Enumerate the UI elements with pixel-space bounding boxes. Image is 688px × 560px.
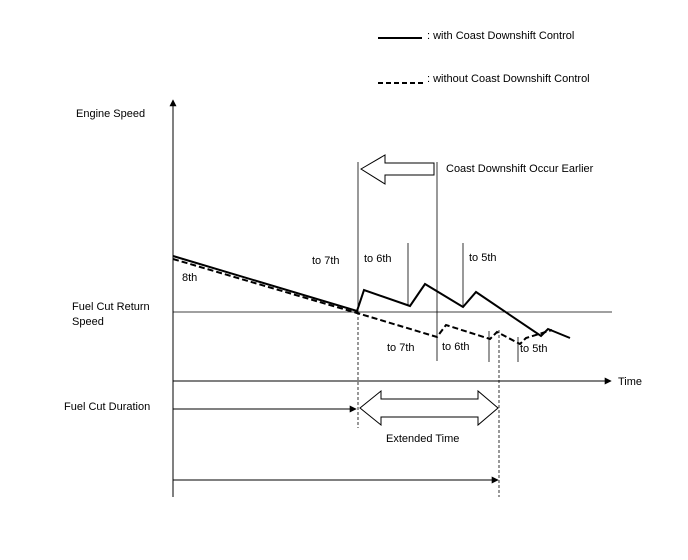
coast-downshift-earlier-arrow — [360, 154, 435, 185]
gear-label-to5th-with: to 5th — [469, 252, 497, 264]
gear-label-to7th-without: to 7th — [387, 342, 415, 354]
gear-label-to6th-with: to 6th — [364, 253, 392, 265]
legend-without-control: : without Coast Downshift Control — [427, 73, 590, 85]
extended-time-double-arrow — [359, 389, 499, 427]
extended-time-label: Extended Time — [386, 433, 459, 445]
time-label: Time — [618, 376, 642, 388]
gear-label-to6th-without: to 6th — [442, 341, 470, 353]
engine-speed-without-control — [172, 258, 553, 346]
engine-speed-label: Engine Speed — [76, 108, 145, 120]
coast-downshift-earlier-label: Coast Downshift Occur Earlier — [446, 163, 594, 175]
engine-speed-with-control — [172, 255, 571, 339]
fuel-cut-return-label: Fuel Cut Return Speed — [72, 301, 153, 328]
legend-with-control: : with Coast Downshift Control — [427, 30, 574, 42]
fuel-cut-duration-label: Fuel Cut Duration — [64, 401, 150, 413]
gear-label-8th: 8th — [182, 272, 197, 284]
fuel-cut-return-label-line1: Fuel Cut Return — [72, 301, 150, 313]
fuel-cut-return-label-line2: Speed — [72, 316, 104, 328]
gear-label-to5th-without: to 5th — [520, 343, 548, 355]
gear-label-to7th-with: to 7th — [312, 255, 340, 267]
